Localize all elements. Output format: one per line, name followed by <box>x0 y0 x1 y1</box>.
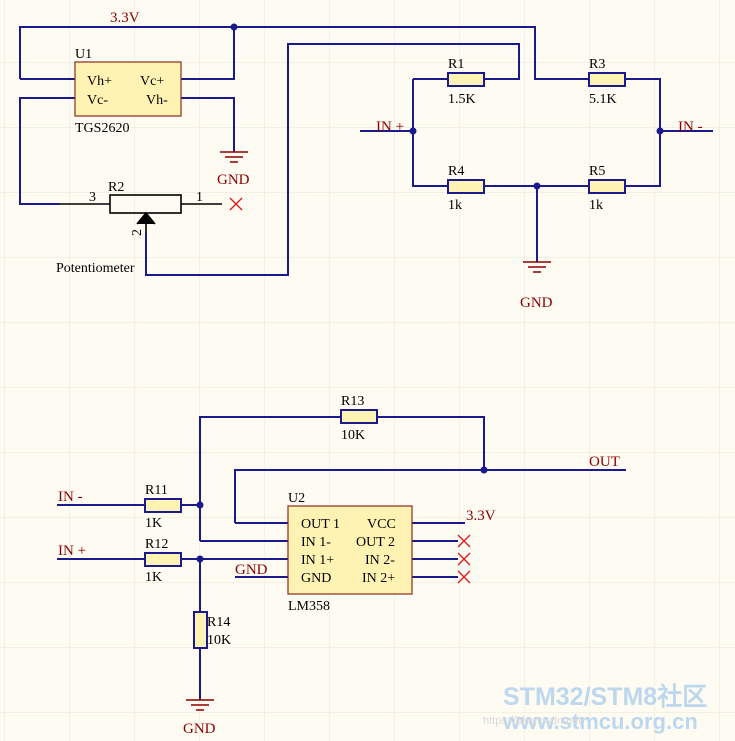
net-out: OUT <box>589 454 620 470</box>
no-connect-u2 <box>457 534 471 584</box>
r1-value: 1.5K <box>448 92 476 107</box>
u2-pin-out1: OUT 1 <box>301 517 340 532</box>
u1-pin-vh-plus: Vh+ <box>87 74 112 89</box>
net-in-minus-amp: IN - <box>58 489 83 505</box>
r14-designator: R14 <box>207 615 230 630</box>
r1-designator: R1 <box>448 57 464 72</box>
net-in-plus-bridge: IN + <box>376 119 404 135</box>
u2-pin-out2: OUT 2 <box>356 535 395 550</box>
r1-resistor[interactable]: R1 1.5K <box>447 57 485 107</box>
net-in-plus-amp: IN + <box>58 543 86 559</box>
r2-description: Potentiometer <box>56 261 135 276</box>
u2-pin-in1-minus: IN 1- <box>301 535 331 550</box>
r13-value: 10K <box>341 428 365 443</box>
r13-designator: R13 <box>341 394 364 409</box>
r2-pin1-number: 1 <box>196 190 203 205</box>
r12-designator: R12 <box>145 537 168 552</box>
net-3v3-u2: 3.3V <box>466 508 496 524</box>
r12-resistor[interactable]: R12 1K <box>144 537 182 585</box>
r4-value: 1k <box>448 198 462 213</box>
junction-dots-bottom <box>196 466 488 563</box>
r11-value: 1K <box>145 516 162 531</box>
net-3v3-top: 3.3V <box>110 10 140 26</box>
gnd-symbol-bridge: GND <box>520 261 553 311</box>
u2-pin-vcc: VCC <box>367 517 396 532</box>
u2-pin-in2-minus: IN 2- <box>365 553 395 568</box>
r2-potentiometer[interactable]: R2 3 1 2 Potentiometer <box>56 180 222 276</box>
r11-resistor[interactable]: R11 1K <box>144 483 182 531</box>
u2-pin-gnd: GND <box>301 571 331 586</box>
gnd-label-bridge: GND <box>520 295 553 311</box>
r14-resistor[interactable]: R14 10K <box>193 611 231 649</box>
gnd-label-u1: GND <box>217 172 250 188</box>
r5-designator: R5 <box>589 164 605 179</box>
u1-sensor[interactable]: U1 Vh+ Vc+ Vc- Vh- TGS2620 <box>74 47 182 136</box>
u1-pin-vc-plus: Vc+ <box>140 74 164 89</box>
u1-designator: U1 <box>75 47 92 62</box>
watermark-line1: STM32/STM8社区 <box>503 682 707 711</box>
u1-pin-vh-minus: Vh- <box>146 93 168 108</box>
watermark-faint: https://blog.csdn.net <box>483 715 581 727</box>
r3-resistor[interactable]: R3 5.1K <box>588 57 626 107</box>
u2-designator: U2 <box>288 491 305 506</box>
net-gnd-u2: GND <box>235 562 268 578</box>
u2-opamp[interactable]: U2 OUT 1 IN 1- IN 1+ GND VCC OUT 2 IN 2-… <box>287 491 413 614</box>
r2-pin3-number: 3 <box>89 190 96 205</box>
r2-pin2-number: 2 <box>130 229 145 236</box>
net-in-minus-bridge: IN - <box>678 119 703 135</box>
u2-pin-in1-plus: IN 1+ <box>301 553 334 568</box>
watermark-line2: www.stmcu.org.cn <box>502 709 698 734</box>
u1-part: TGS2620 <box>75 121 129 136</box>
u1-pin-vc-minus: Vc- <box>87 93 108 108</box>
gnd-label-r14: GND <box>183 721 216 737</box>
watermark: STM32/STM8社区 www.stmcu.org.cn https://bl… <box>483 682 707 734</box>
gnd-symbol-r14: GND <box>183 699 216 737</box>
gnd-symbol-u1: GND <box>217 151 250 188</box>
no-connect-r2 <box>229 197 243 211</box>
r11-designator: R11 <box>145 483 168 498</box>
u2-part: LM358 <box>288 599 330 614</box>
r5-value: 1k <box>589 198 603 213</box>
r2-designator: R2 <box>108 180 124 195</box>
r14-value: 10K <box>207 633 231 648</box>
r3-designator: R3 <box>589 57 605 72</box>
r3-value: 5.1K <box>589 92 617 107</box>
junction-dots-top <box>230 23 664 190</box>
u2-pin-in2-plus: IN 2+ <box>362 571 395 586</box>
r13-resistor[interactable]: R13 10K <box>340 394 378 443</box>
r4-designator: R4 <box>448 164 464 179</box>
r5-resistor[interactable]: R5 1k <box>588 164 626 213</box>
r12-value: 1K <box>145 570 162 585</box>
r4-resistor[interactable]: R4 1k <box>447 164 485 213</box>
